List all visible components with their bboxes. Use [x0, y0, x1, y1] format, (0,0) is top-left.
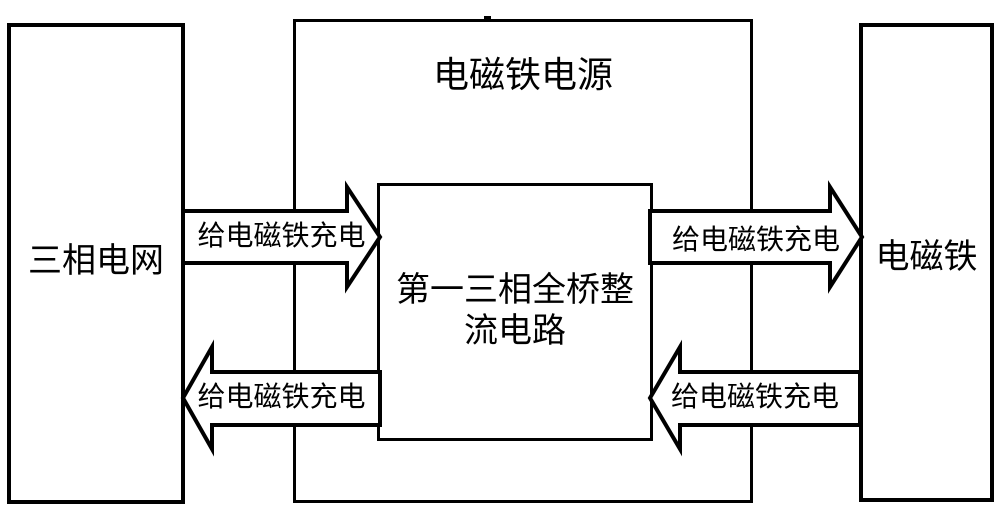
- block-rectifier-circuit: [377, 183, 653, 441]
- rectifier-label-line1: 第一三相全桥整: [396, 272, 634, 309]
- top-border-tick: [484, 16, 491, 20]
- electromagnet-label: 电磁铁: [875, 239, 978, 276]
- arrow-magnet-to-rectifier: [647, 339, 862, 457]
- rectifier-label-line2: 流电路: [464, 313, 566, 350]
- rectifier-label: 第一三相全桥整 流电路: [377, 270, 653, 352]
- block-electromagnet: [859, 23, 994, 502]
- grid-label: 三相电网: [28, 243, 164, 280]
- arrow-label-magnet-to-rectifier: 给电磁铁充电: [670, 382, 839, 413]
- arrow-rectifier-to-grid: [180, 339, 382, 457]
- arrow-label-grid-to-rectifier: 给电磁铁充电: [197, 221, 366, 252]
- arrow-grid-to-rectifier: [181, 180, 383, 294]
- block-three-phase-grid: [7, 23, 185, 504]
- arrow-label-rectifier-to-grid: 给电磁铁充电: [197, 382, 366, 413]
- power-supply-title: 电磁铁电源: [432, 55, 613, 95]
- arrow-label-rectifier-to-magnet: 给电磁铁充电: [671, 225, 840, 256]
- arrow-rectifier-to-magnet: [648, 180, 865, 294]
